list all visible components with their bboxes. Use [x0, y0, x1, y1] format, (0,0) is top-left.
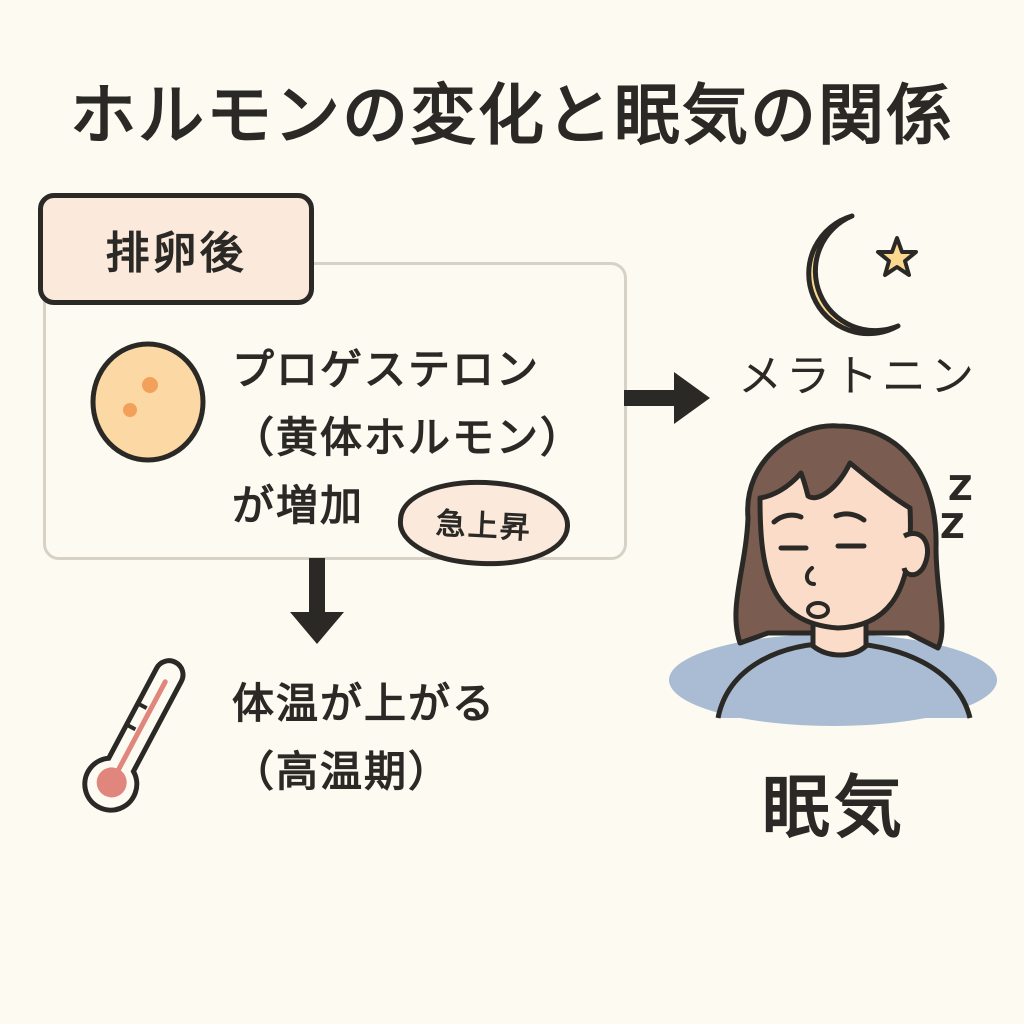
- moon-star-icon: [806, 213, 918, 337]
- sudden-rise-text: 急上昇: [434, 506, 533, 547]
- corpus-luteum-icon: [90, 341, 206, 463]
- temperature-line2: （高温期）: [232, 747, 453, 796]
- diagram-title: ホルモンの変化と眠気の関係: [70, 77, 954, 154]
- temperature-text: 体温が上がる （高温期）: [232, 670, 496, 806]
- sleeping-woman-icon: [669, 423, 997, 726]
- progesterone-line1: プロゲステロン: [232, 345, 541, 394]
- phase-label: 排卵後: [38, 193, 314, 305]
- thermometer-icon: [82, 658, 186, 813]
- arrow-right-icon: [624, 372, 710, 424]
- arrow-down-icon: [290, 558, 344, 644]
- phase-label-text: 排卵後: [105, 228, 247, 279]
- drowsiness-label: 眠気: [762, 769, 907, 848]
- melatonin-label: メラトニン: [738, 351, 978, 402]
- progesterone-text: プロゲステロン （黄体ホルモン） が増加: [232, 336, 584, 540]
- zzz-icon: Z Z: [940, 469, 973, 547]
- progesterone-line3: が増加: [232, 481, 365, 530]
- temperature-line1: 体温が上がる: [232, 679, 497, 728]
- progesterone-line2: （黄体ホルモン）: [232, 413, 585, 462]
